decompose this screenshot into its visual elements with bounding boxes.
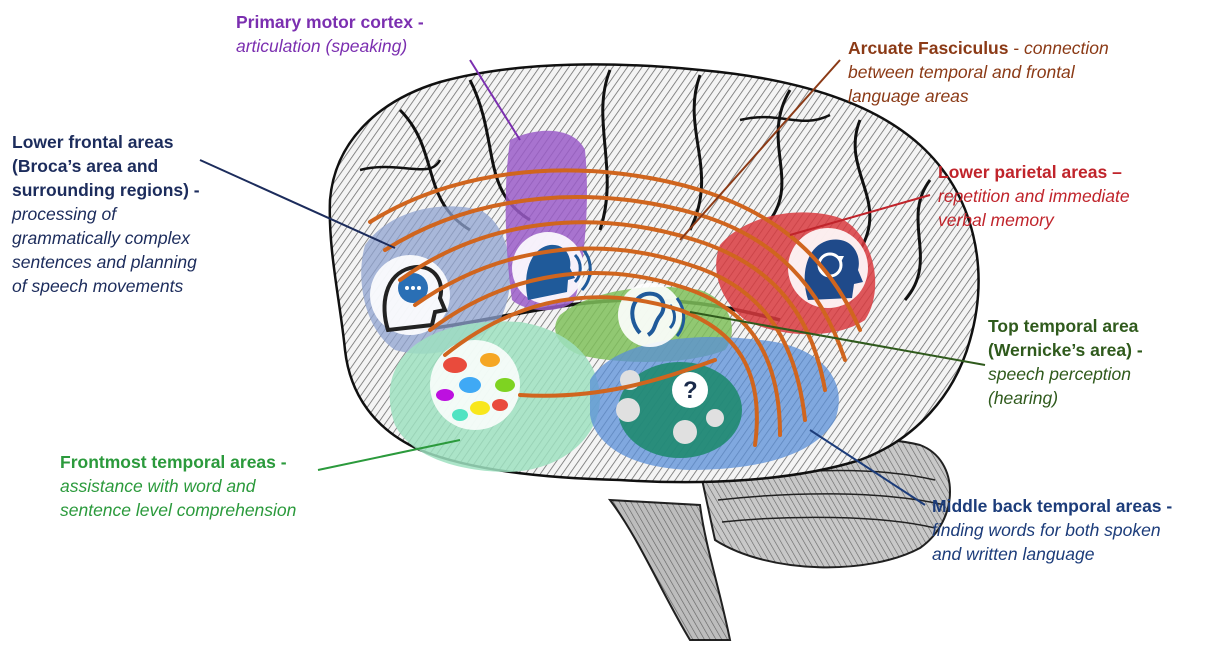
chat-bubbles-icon: [430, 340, 520, 430]
wernicke-title-1: Top temporal area: [988, 314, 1216, 338]
middle-temporal-description-1: finding words for both spoken: [932, 518, 1218, 542]
frontal-description-3: sentences and planning: [12, 250, 252, 274]
frontal-description-2: grammatically complex: [12, 226, 252, 250]
arcuate-description-3: language areas: [848, 84, 1178, 108]
label-frontmost-temporal-areas: Frontmost temporal areas - assistance wi…: [60, 450, 390, 522]
arcuate-title: Arcuate Fasciculus: [848, 38, 1008, 58]
frontal-title-3: surrounding regions) -: [12, 178, 252, 202]
anterior-temporal-description-2: sentence level comprehension: [60, 498, 390, 522]
label-lower-frontal-areas: Lower frontal areas (Broca’s area and su…: [12, 130, 252, 298]
arcuate-description-1: connection: [1024, 38, 1109, 58]
frontal-title-2: (Broca’s area and: [12, 154, 252, 178]
middle-temporal-description-2: and written language: [932, 542, 1218, 566]
anterior-temporal-title: Frontmost temporal areas -: [60, 450, 390, 474]
middle-temporal-title: Middle back temporal areas -: [932, 494, 1218, 518]
arcuate-separator: -: [1008, 38, 1024, 58]
anterior-temporal-description-1: assistance with word and: [60, 474, 390, 498]
parietal-description-2: verbal memory: [938, 208, 1218, 232]
frontal-description-1: processing of: [12, 202, 252, 226]
label-arcuate-fasciculus: Arcuate Fasciculus - connection between …: [848, 36, 1178, 108]
wernicke-description-1: speech perception: [988, 362, 1216, 386]
svg-text:?: ?: [683, 377, 698, 404]
motor-description: articulation (speaking): [236, 34, 536, 58]
label-middle-back-temporal-areas: Middle back temporal areas - finding wor…: [932, 494, 1218, 566]
parietal-description-1: repetition and immediate: [938, 184, 1218, 208]
wernicke-title-2: (Wernicke’s area) -: [988, 338, 1216, 362]
motor-title: Primary motor cortex -: [236, 10, 536, 34]
label-lower-parietal-areas: Lower parietal areas – repetition and im…: [938, 160, 1218, 232]
label-top-temporal-area: Top temporal area (Wernicke’s area) - sp…: [988, 314, 1216, 410]
frontal-description-4: of speech movements: [12, 274, 252, 298]
arcuate-description-2: between temporal and frontal: [848, 60, 1178, 84]
memory-head-icon: [788, 228, 868, 308]
frontal-title-1: Lower frontal areas: [12, 130, 252, 154]
parietal-title: Lower parietal areas –: [938, 160, 1218, 184]
wernicke-description-2: (hearing): [988, 386, 1216, 410]
label-primary-motor-cortex: Primary motor cortex - articulation (spe…: [236, 10, 536, 58]
